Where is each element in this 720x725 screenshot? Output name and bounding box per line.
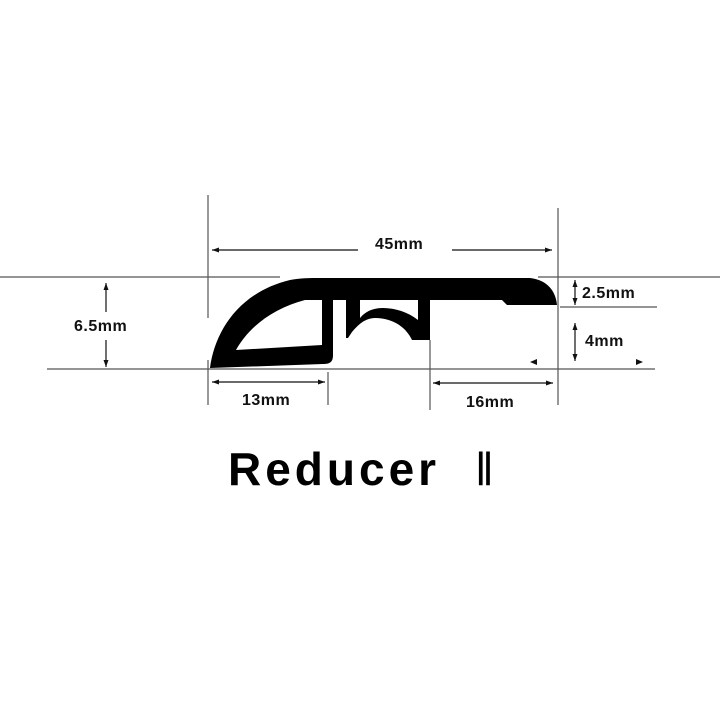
dim-label-top-thickness: 2.5mm xyxy=(582,285,636,302)
pointer-marker-left xyxy=(530,359,537,365)
dimension-arrows xyxy=(103,247,578,386)
diagram-title: Reducer ‖ xyxy=(228,446,498,492)
reducer-profile-shape xyxy=(210,278,557,368)
title-text: Reducer xyxy=(228,443,441,495)
dim-label-overall-width: 45mm xyxy=(375,236,424,253)
reference-lines xyxy=(0,195,720,410)
dim-label-total-height: 6.5mm xyxy=(74,318,128,335)
dim-label-right-overhang: 16mm xyxy=(466,394,515,411)
title-suffix: ‖ xyxy=(474,443,498,495)
dim-label-left-base: 13mm xyxy=(242,392,291,409)
dim-label-step-height: 4mm xyxy=(585,333,624,350)
pointer-marker-right xyxy=(636,359,643,365)
